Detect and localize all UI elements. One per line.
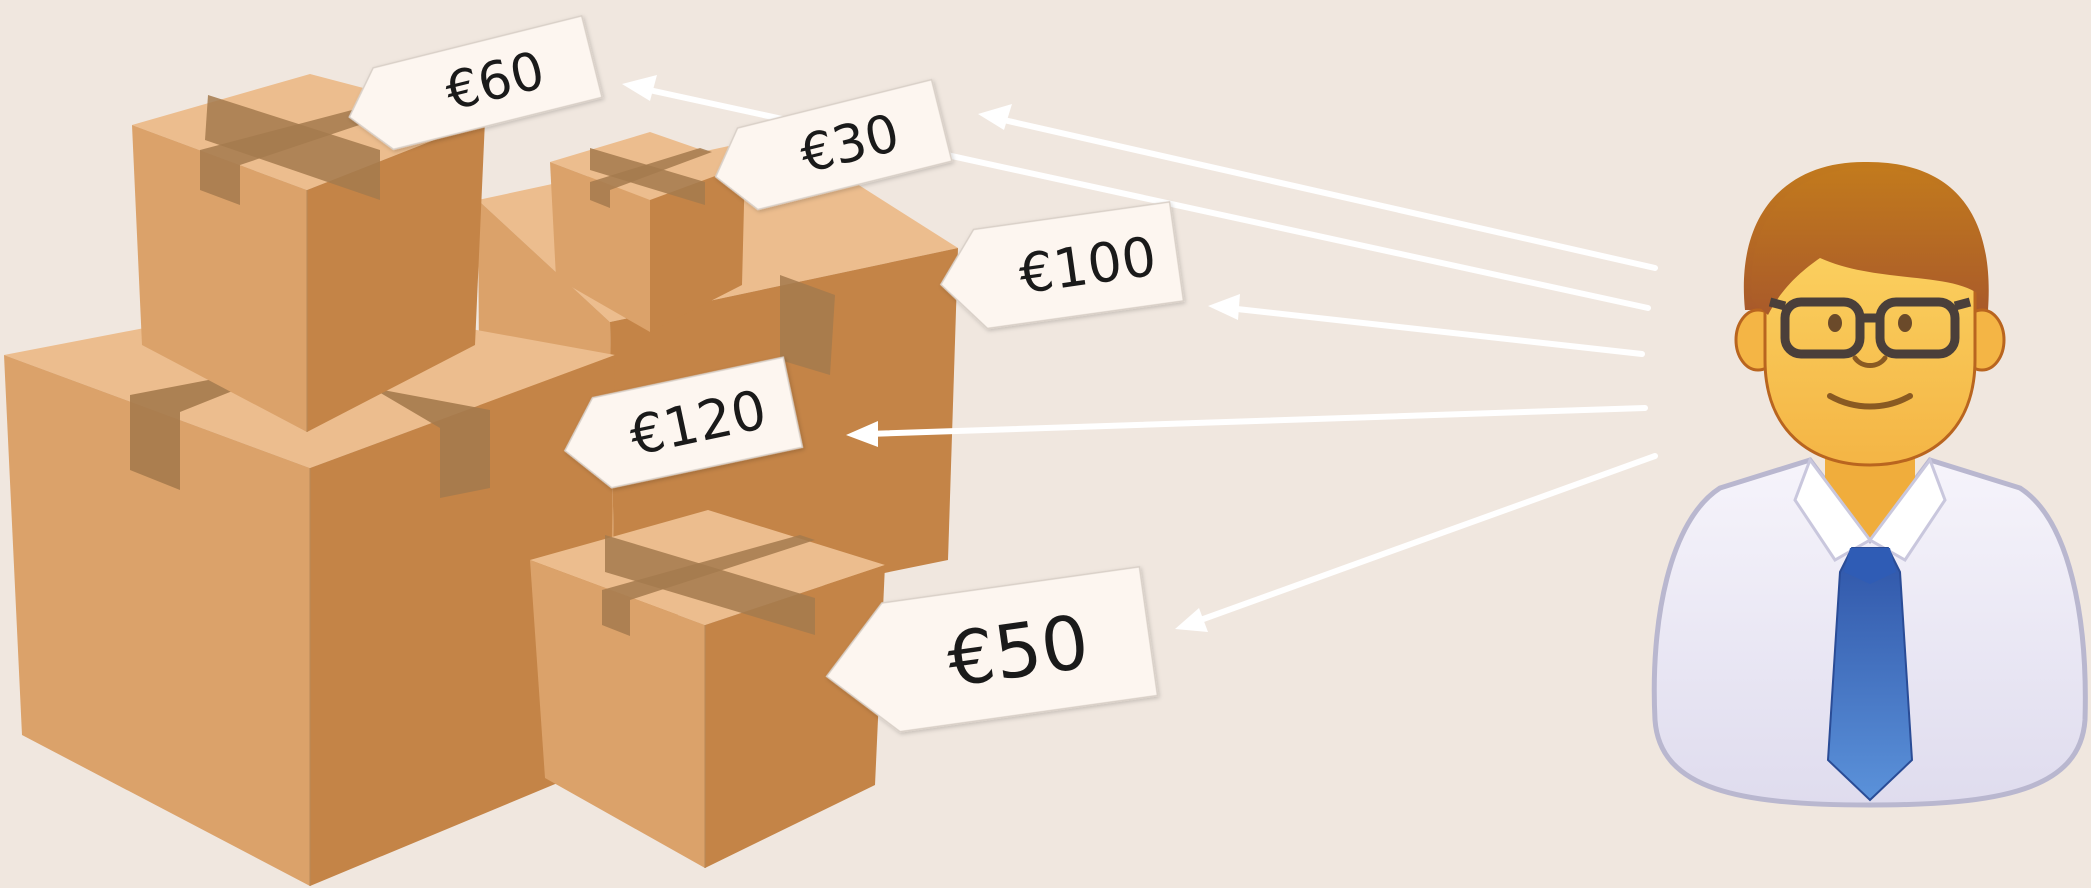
price-tag-120: €120 [563, 356, 804, 489]
price-label: €50 [942, 599, 1094, 704]
price-tag-60: €60 [348, 14, 603, 151]
arrow-to-price-30 [978, 104, 1658, 271]
glasses-icon [1768, 297, 1972, 359]
cardboard-box [530, 510, 885, 868]
arrow-to-price-120 [846, 405, 1648, 447]
arrow-to-price-100 [1208, 294, 1645, 357]
price-tag-100: €100 [939, 201, 1185, 330]
arrow-to-price-50 [1175, 453, 1658, 632]
price-tag-30: €30 [714, 78, 953, 211]
price-tag-50: €50 [825, 565, 1159, 733]
arrows [622, 75, 1658, 632]
cardboard-box [550, 132, 745, 332]
businessman-with-glasses-icon [1651, 161, 2088, 808]
